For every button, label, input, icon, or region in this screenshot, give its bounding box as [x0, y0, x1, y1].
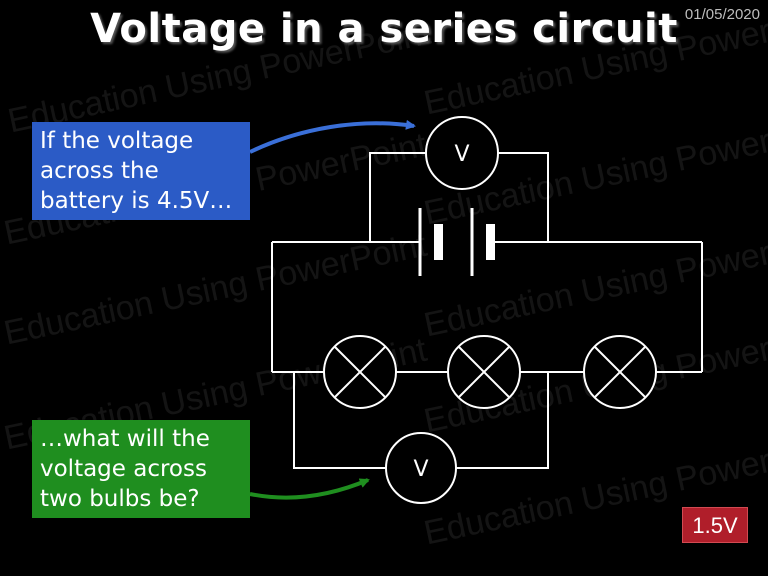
slide-date: 01/05/2020	[684, 6, 760, 23]
voltmeter-bottom: V	[385, 432, 457, 504]
blue-arrow	[249, 119, 416, 154]
top-meter-wire-left	[369, 152, 426, 242]
battery-symbol	[418, 208, 495, 276]
battery-voltage-callout: If the voltage across the battery is 4.5…	[32, 122, 250, 220]
top-meter-wire-right	[498, 152, 549, 242]
bulbs-voltage-question: …what will the voltage across two bulbs …	[32, 420, 250, 518]
slide-title: Voltage in a series circuit	[90, 6, 678, 52]
green-arrow	[249, 478, 370, 500]
voltmeter-bottom-label: V	[413, 457, 428, 482]
bulb-3	[583, 335, 657, 409]
bottom-meter-wire-left	[293, 372, 386, 469]
answer-badge: 1.5V	[682, 507, 748, 543]
voltmeter-top-label: V	[454, 142, 469, 167]
voltmeter-top: V	[425, 116, 499, 190]
bottom-meter-wire-right	[456, 372, 549, 469]
bulb-1	[323, 335, 397, 409]
circuit-wires	[271, 152, 703, 469]
bulb-2	[447, 335, 521, 409]
